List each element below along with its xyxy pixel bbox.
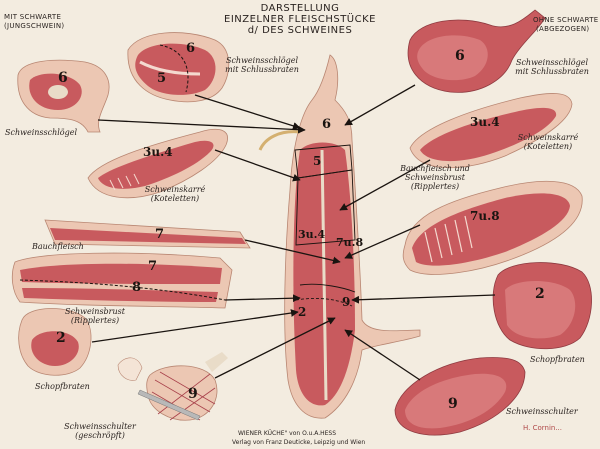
ham-mid-cut xyxy=(127,32,230,103)
num-karree-right: 3u.4 xyxy=(470,115,500,129)
num-carcass-5: 5 xyxy=(313,154,321,168)
label-bauch-right-3: (Ripplertes) xyxy=(410,182,460,191)
ham-left-cut xyxy=(17,59,110,133)
num-carcass-78: 7u.8 xyxy=(336,236,363,249)
schopf-left-cut xyxy=(18,308,92,376)
num-carcass-6: 6 xyxy=(322,117,331,132)
arrow-karree-left xyxy=(214,149,301,182)
signature: H. Cornin... xyxy=(523,424,563,432)
label-karree-right-2: (Koteletten) xyxy=(523,142,573,151)
num-belly-right: 7u.8 xyxy=(470,209,500,223)
arrow-schopf-left xyxy=(91,309,299,343)
label-schopf-left: Schopfbraten xyxy=(35,382,90,391)
num-ham-mid-a: 6 xyxy=(186,41,195,56)
label-schopf-right: Schopfbraten xyxy=(530,355,585,364)
label-brust-1: Schweinsbrust xyxy=(65,307,125,316)
num-karree-left: 3u.4 xyxy=(143,145,173,159)
num-carcass-9: 9 xyxy=(342,295,350,309)
num-schulter-left: 9 xyxy=(188,386,198,402)
label-bauch-right-1: Bauchfleisch und xyxy=(400,164,470,173)
label-brust-2: (Ripplertes) xyxy=(70,316,120,325)
belly-right-cut xyxy=(402,180,583,275)
label-bauchfleisch: Bauchfleisch xyxy=(32,242,84,251)
footer-line-1: WIENER KÜCHE" von O.u.A.HESS xyxy=(238,430,337,437)
arrow-brust xyxy=(224,294,301,303)
label-karree-right-1: Schweinskarré xyxy=(517,133,579,142)
corner-right-line-2: (ABGEZOGEN) xyxy=(536,25,590,33)
label-bauch-right-2: Schweinsbrust xyxy=(405,173,465,182)
arrow-karree-right xyxy=(339,159,431,211)
corner-left-line-1: MIT SCHWARTE xyxy=(4,13,62,21)
num-schopf-left: 2 xyxy=(56,330,66,346)
num-carcass-34: 3u.4 xyxy=(298,228,325,241)
schopf-right-cut xyxy=(492,262,592,350)
arrows xyxy=(91,84,496,381)
num-brust-b: 8 xyxy=(132,280,141,295)
label-schlaegel-mid-2: mit Schlussbraten xyxy=(225,65,299,74)
num-schulter-right: 9 xyxy=(448,396,458,412)
corner-left-line-2: (JUNGSCHWEIN) xyxy=(4,22,65,30)
label-karree-left-2: (Koteletten) xyxy=(150,194,200,203)
footer-line-2: Verlag von Franz Deuticke, Leipzig und W… xyxy=(232,439,366,446)
arrow-ham-left xyxy=(97,119,306,134)
schulter-left-cut xyxy=(117,352,228,421)
label-schlaegel-right-2: mit Schlussbraten xyxy=(515,67,589,76)
ham-right-cut xyxy=(407,9,546,93)
num-schopf-right: 2 xyxy=(535,286,545,302)
schweinsbrust-cut xyxy=(11,252,233,309)
num-carcass-2: 2 xyxy=(298,305,306,319)
num-ham-mid-b: 5 xyxy=(157,71,166,86)
arrow-schulter-left xyxy=(214,317,336,379)
label-schulter-right: Schweinsschulter xyxy=(506,407,578,416)
bauchfleisch-cut xyxy=(44,219,251,249)
num-ham-right: 6 xyxy=(455,48,465,64)
arrow-ham-mid xyxy=(194,94,301,130)
arrow-schopf-right xyxy=(351,294,496,304)
label-schlaegel-right-1: Schweinsschlögel xyxy=(515,58,589,67)
arrow-belly-right xyxy=(344,224,421,259)
num-ham-left: 6 xyxy=(58,70,68,86)
arrow-bauchfleisch xyxy=(244,239,341,265)
header-line-2: EINZELNER FLEISCHSTÜCKE xyxy=(224,14,376,25)
label-schulter-left-1: Schweinsschulter xyxy=(64,422,136,431)
arrow-schulter-right xyxy=(344,329,421,381)
corner-right-line-1: OHNE SCHWARTE xyxy=(533,16,599,24)
arrow-ham-right xyxy=(344,84,416,126)
num-brust-a: 7 xyxy=(148,259,157,274)
label-karree-left-1: Schweinskarré xyxy=(144,185,206,194)
num-bauchfleisch: 7 xyxy=(155,227,164,242)
label-schlaegel-left: Schweinsschlögel xyxy=(5,128,78,137)
header-line-1: DARSTELLUNG xyxy=(260,3,340,14)
karree-right-cut xyxy=(409,93,573,169)
schulter-right-cut xyxy=(394,357,526,436)
header-line-3: d/ DES SCHWEINES xyxy=(247,25,353,36)
label-schulter-left-2: (geschröpft) xyxy=(75,431,125,440)
label-schlaegel-mid-1: Schweinsschlögel xyxy=(225,56,299,65)
karree-left-cut xyxy=(87,128,228,199)
